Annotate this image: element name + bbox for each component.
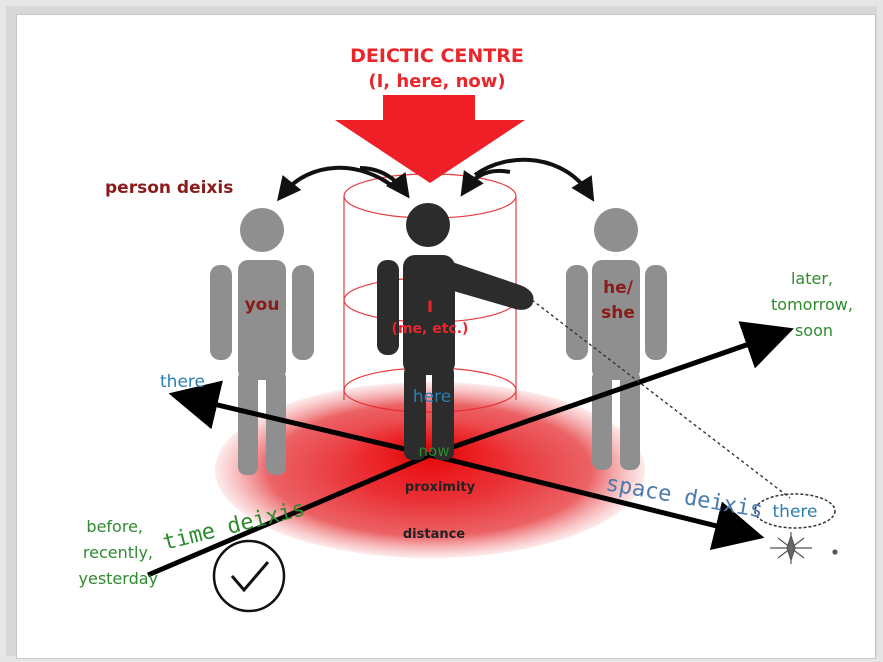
time-axis-past — [147, 452, 431, 578]
label-past-1: before, — [86, 517, 143, 536]
down-arrow-icon — [335, 95, 525, 183]
person-deixis-label: person deixis — [105, 178, 233, 198]
label-i-sub: (me, etc.) — [392, 321, 469, 337]
label-there-right: there — [773, 502, 818, 522]
arrow-to-you — [276, 165, 397, 202]
compass-icon — [770, 532, 838, 564]
space-axis-right — [429, 452, 765, 551]
label-he-she-1: he/ — [603, 278, 634, 298]
there-highlight — [754, 493, 836, 529]
label-distance: distance — [403, 527, 465, 542]
proximity-zone — [342, 418, 518, 486]
label-now: now — [419, 442, 450, 460]
arrow-from-you — [359, 166, 410, 199]
label-there-left: there — [160, 372, 205, 392]
label-past-3: yesterday — [79, 569, 159, 588]
label-here: here — [413, 387, 451, 407]
space-axis-left — [168, 380, 431, 458]
label-future-3: soon — [795, 321, 833, 340]
person-i — [377, 203, 534, 460]
clock-icon — [212, 539, 286, 613]
label-past-2: recently, — [83, 543, 153, 562]
label-i: I — [427, 297, 433, 316]
pointing-line — [531, 299, 791, 499]
person-he-she — [566, 208, 667, 470]
label-future-1: later, — [791, 269, 833, 288]
header-subtitle: (I, here, now) — [368, 71, 505, 92]
label-future-2: tomorrow, — [771, 295, 853, 314]
arrow-to-heshe — [473, 157, 595, 202]
label-you: you — [245, 295, 280, 315]
header-title: DEICTIC CENTRE — [350, 45, 524, 67]
label-proximity: proximity — [405, 480, 476, 495]
time-axis-future — [429, 321, 794, 458]
arrow-to-centre — [460, 169, 511, 197]
label-he-she-2: she — [601, 303, 635, 323]
person-you — [210, 208, 314, 475]
